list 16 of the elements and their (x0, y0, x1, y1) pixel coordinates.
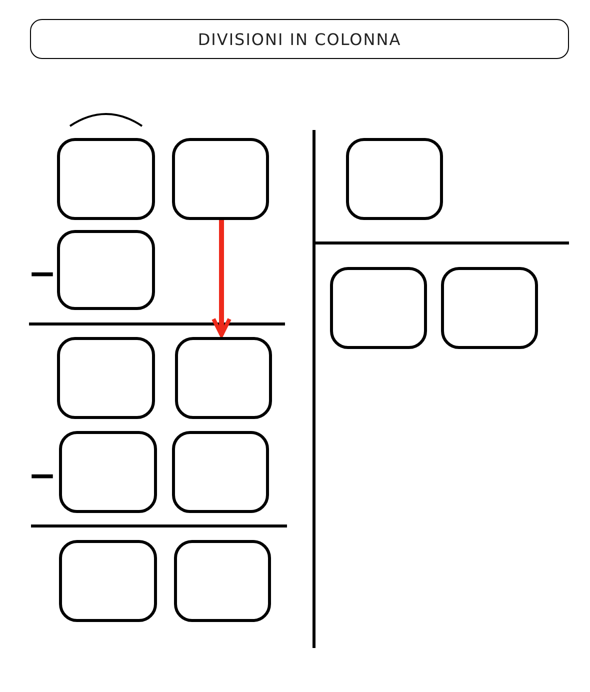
answer-box (59, 540, 157, 622)
answer-box (346, 138, 443, 220)
minus-sign: − (28, 459, 56, 493)
answer-box (57, 230, 155, 310)
arrow (212, 220, 232, 337)
answer-box (57, 337, 155, 419)
answer-box (441, 267, 538, 349)
minus-sign: − (28, 257, 56, 291)
title: DIVISIONI IN COLONNA (30, 19, 569, 59)
answer-box (174, 540, 271, 622)
answer-box (57, 138, 155, 220)
answer-box (59, 431, 157, 513)
answer-box (330, 267, 427, 349)
answer-box (172, 138, 269, 220)
answer-box (172, 431, 269, 513)
answer-box (175, 337, 272, 419)
